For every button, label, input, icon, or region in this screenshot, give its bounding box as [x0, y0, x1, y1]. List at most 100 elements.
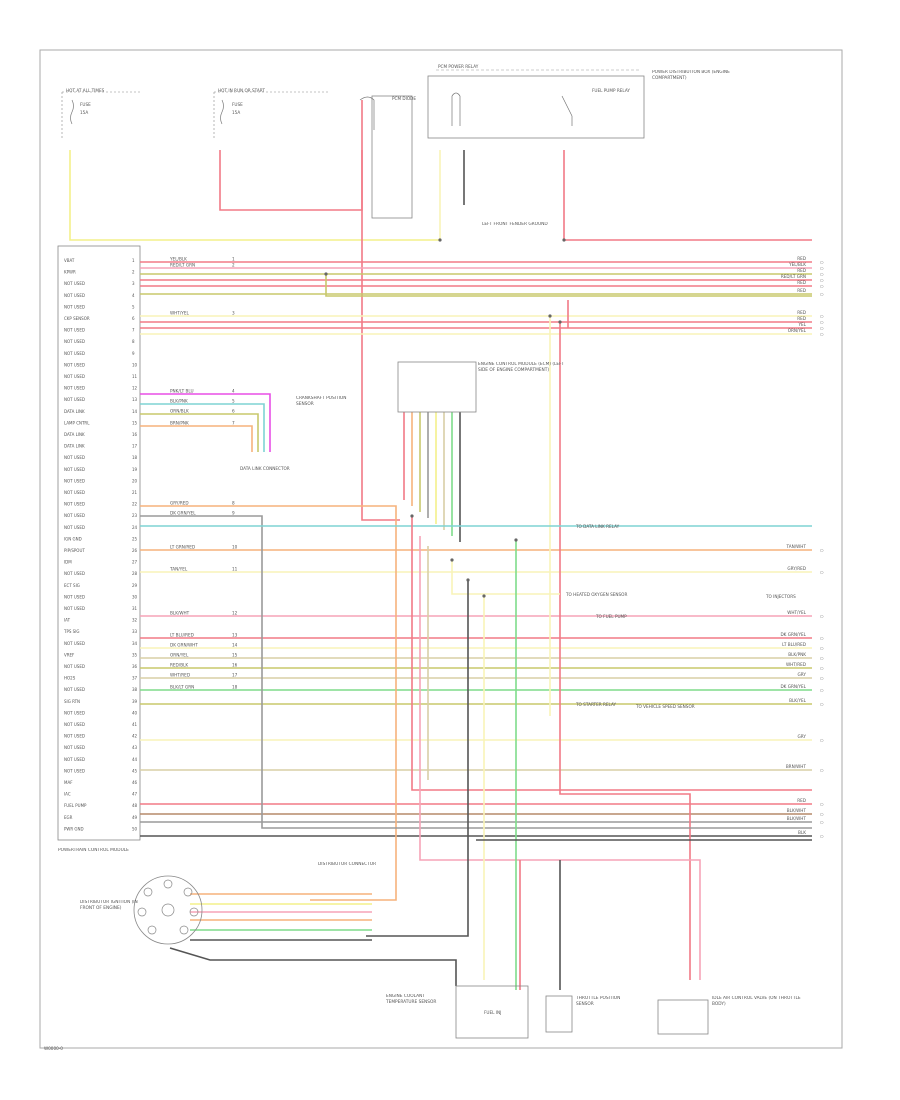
pcm-pin-label: IAT [64, 618, 71, 623]
pcm-connector [57, 245, 141, 841]
data-link-label: DATA LINK CONNECTOR [240, 466, 290, 471]
pcm-pin-label: DATA LINK [64, 444, 85, 449]
pcm-pin-label: NOT USED [64, 339, 85, 344]
pcm-pin-number: 4 [132, 293, 135, 298]
pcm-wire-number: 2 [232, 263, 235, 268]
pcm-wire-label: WHT/YEL [170, 311, 189, 316]
pcm-wire-label: LT GRN/RED [170, 545, 195, 550]
pcm-pin-label: NOT USED [64, 374, 85, 379]
pcm-wire-label: DK GRN/WHT [170, 643, 198, 648]
pcm-pin-number: 22 [132, 502, 138, 507]
wire-cross-olive [325, 274, 812, 297]
data-link-connector: DATA LINK CONNECTOR CRANKSHAFT POSITION … [240, 396, 347, 471]
right-terminal: ○ [820, 314, 824, 319]
pcm-wire-number: 10 [232, 545, 238, 550]
mid-label-evap: TO VEHICLE SPEED SENSOR [635, 704, 695, 709]
pcm-pin-label: NOT USED [64, 351, 85, 356]
right-wire-label: RED [797, 288, 806, 293]
pcm-pin-label: NOT USED [64, 606, 85, 611]
right-terminal: ○ [820, 570, 824, 575]
pcm-pin-number: 19 [132, 467, 138, 472]
mid-label-inj: TO INJECTORS [765, 594, 796, 599]
right-terminal: ○ [820, 278, 824, 283]
right-wire-label: RED [797, 256, 806, 261]
pcm-pin-label: NOT USED [64, 304, 85, 309]
cps-label: CRANKSHAFT POSITION SENSOR [296, 396, 347, 407]
fuse-b-label: FUSE [232, 102, 243, 107]
pcm-pin-label: NOT USED [64, 502, 85, 507]
tps-label: THROTTLE POSITION SENSOR [576, 996, 621, 1007]
right-wire-label: RED [797, 316, 806, 321]
right-wire-label: GRY/RED [787, 566, 806, 571]
pcm-wire-number: 16 [232, 663, 238, 668]
pcm-pin-number: 15 [132, 420, 138, 425]
splice-point [562, 238, 566, 242]
right-terminal: ○ [820, 326, 824, 331]
pcm-pin-number: 20 [132, 478, 138, 483]
hot-run-start-label: HOT IN RUN OR START [218, 88, 265, 93]
pcm-wire-number: 8 [232, 501, 235, 506]
tps-sensor-box [545, 995, 573, 1033]
right-wire-label: RED [797, 798, 806, 803]
wire-feed-yellow [69, 150, 440, 241]
pcm-pin-label: LAMP CNTRL [64, 420, 90, 425]
pcm-pin-number: 24 [132, 525, 138, 530]
right-wire-label: GRY [798, 734, 807, 739]
right-terminal: ○ [820, 332, 824, 337]
pcm-pin-number: 50 [132, 826, 138, 831]
pcm-wire-label: LT BLU/RED [170, 633, 194, 638]
pcm-pin-label: NOT USED [64, 386, 85, 391]
pcm-pin-number: 10 [132, 362, 138, 367]
ect-sensor-box [455, 985, 529, 1039]
figure-code: W0000-0 [44, 1046, 63, 1051]
pcm-wire-number: 18 [232, 685, 238, 690]
wire-ecm-red [411, 516, 812, 791]
right-terminal: ○ [820, 272, 824, 277]
right-wire-label: BLK/WHT [787, 808, 807, 813]
pcm-pin-label: HO2S [64, 676, 76, 681]
pcm-pin-number: 25 [132, 536, 138, 541]
pcm-pin-label: FUEL PUMP [64, 803, 87, 808]
pcm-pin-number: 8 [132, 339, 135, 344]
right-wire-label: LT BLU/RED [782, 642, 806, 647]
pcm-pin-number: 46 [132, 780, 138, 785]
right-terminal: ○ [820, 292, 824, 297]
splice-point [514, 538, 518, 542]
splice-point [450, 558, 454, 562]
right-terminal: ○ [820, 688, 824, 693]
iac-valve-box [657, 999, 709, 1035]
pcm-pin-number: 35 [132, 652, 138, 657]
pcm-pin-number: 9 [132, 351, 135, 356]
wire-distributor-ground [169, 947, 457, 986]
pcm-wire-number: 17 [232, 673, 238, 678]
inj-label: FUEL INJ [484, 1010, 501, 1015]
pcm-wire-number: 1 [232, 257, 235, 262]
pcm-pin-number: 29 [132, 583, 138, 588]
pcm-pin-number: 47 [132, 792, 138, 797]
pcm-pin-number: 5 [132, 304, 135, 309]
right-terminal: ○ [820, 820, 824, 825]
pcm-pin-number: 36 [132, 664, 138, 669]
pcm-pin-number: 40 [132, 710, 138, 715]
wire-data-link-orange [140, 425, 253, 452]
pcm-pin-label: NOT USED [64, 478, 85, 483]
pcm-pin-label: CKP SENSOR [64, 316, 90, 321]
pcm-wire-number: 12 [232, 611, 238, 616]
pcm-wire-label: ORN/YEL [170, 653, 189, 658]
pcm-pin-number: 43 [132, 745, 138, 750]
pcm-pin-number: 34 [132, 641, 138, 646]
pcm-pin-label: PWR GND [64, 826, 84, 831]
pcm-wire-number: 13 [232, 633, 238, 638]
right-wire-label: RED [797, 310, 806, 315]
pcm-diode-label: PCM DIODE [392, 96, 416, 101]
pcm-wire-label: BLK/LT GRN [170, 685, 194, 690]
right-terminal: ○ [820, 614, 824, 619]
mid-label-ect: TO DATA LINK RELAY [575, 524, 620, 529]
pcm-pin-number: 26 [132, 548, 138, 553]
fuse-b-amp: 15A [232, 110, 240, 115]
fuse-block-top: HOT AT ALL TIMES HOT IN RUN OR START FUS… [61, 64, 730, 227]
pcm-pin-label: IDM [64, 560, 72, 565]
right-terminal: ○ [820, 812, 824, 817]
pcm-pin-label: NOT USED [64, 664, 85, 669]
right-terminal: ○ [820, 834, 824, 839]
